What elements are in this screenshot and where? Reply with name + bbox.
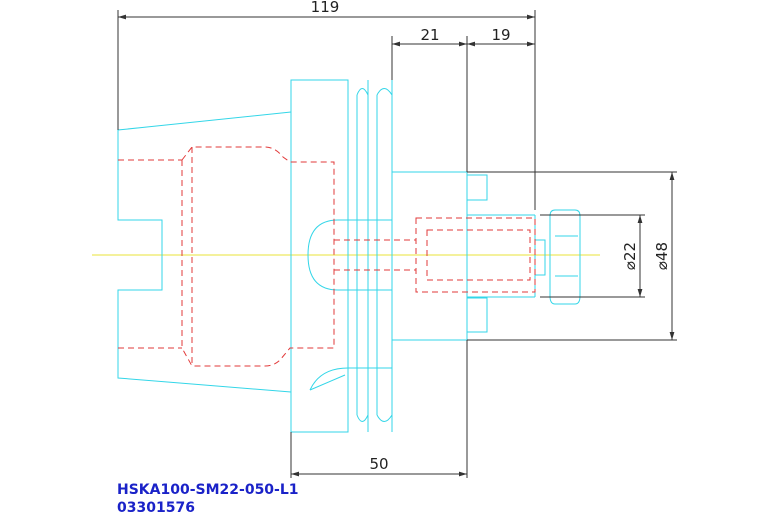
- part-model: HSKA100-SM22-050-L1: [117, 482, 299, 498]
- dim-overall-length: 119: [311, 0, 340, 16]
- dim-nut-length: 19: [491, 26, 510, 44]
- part-code: 03301576: [117, 500, 195, 516]
- dim-bore-diameter: ⌀22: [621, 242, 639, 270]
- dim-stem-length: 21: [420, 26, 439, 44]
- hidden-lines: [118, 146, 536, 367]
- dimension-lines: [117, 10, 677, 478]
- tool-holder-outline: [117, 79, 581, 433]
- dim-flange-to-face: 50: [369, 455, 388, 473]
- dim-outer-diameter: ⌀48: [653, 242, 671, 270]
